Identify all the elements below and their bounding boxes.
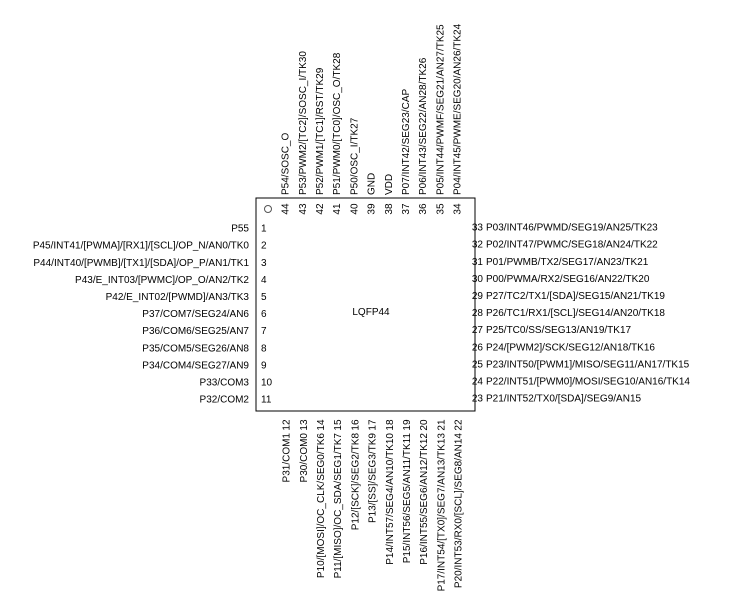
package-label: LQFP44 <box>352 307 390 318</box>
pin-label: P51/PWM0/[TC0]/OSC_O/TK28 <box>332 52 343 195</box>
pin-label: P45/INT41/[PWMA]/[RX1]/[SCL]/OP_N/AN0/TK… <box>33 241 250 252</box>
pin-label: P43/E_INT03/[PWMC]/OP_O/AN2/TK2 <box>75 275 249 286</box>
pin-label: P16/INT55/SEG6/AN12/TK12 <box>419 433 430 565</box>
pin-label: P26/TC1/RX1/[SCL]/SEG14/AN20/TK18 <box>486 308 665 319</box>
pin-number: 20 <box>419 419 430 431</box>
pin-number: 36 <box>418 203 429 215</box>
pin-number: 21 <box>436 419 447 431</box>
pin-number: 26 <box>472 342 484 353</box>
pin-label: P07/INT42/SEG23/CAP <box>401 89 412 195</box>
pin-label: P37/COM7/SEG24/AN6 <box>142 309 249 320</box>
pin-number: 23 <box>472 394 484 405</box>
pin-number: 9 <box>261 360 267 371</box>
pin-number: 38 <box>384 203 395 215</box>
pin-label: P17/INT54/[TX0]/SEG7/AN13/TK13 <box>436 433 447 592</box>
pin-label: P42/E_INT02/[PWMD]/AN3/TK3 <box>106 292 250 303</box>
chip-body <box>255 197 476 412</box>
pin-number: 31 <box>472 257 484 268</box>
pin-label: GND <box>367 173 378 195</box>
pin-number: 13 <box>299 419 310 431</box>
pin-number: 34 <box>453 203 464 215</box>
pin-number: 16 <box>350 419 361 431</box>
pin-number: 30 <box>472 274 484 285</box>
pin-label: P30/COM0 <box>299 433 310 483</box>
pin-number: 18 <box>385 419 396 431</box>
pin-number: 39 <box>367 203 378 215</box>
pin-label: P05/INT44/PWMF/SEG21/AN27/TK25 <box>435 24 446 195</box>
pin-label: P01/PWMB/TX2/SEG17/AN23/TK21 <box>486 257 649 268</box>
pin-label: P24/[PWM2]/SCK/SEG12/AN18/TK16 <box>486 342 655 353</box>
pin-number: 6 <box>261 309 267 320</box>
pin-number: 42 <box>315 203 326 215</box>
pin-label: P22/INT51/[PWM0]/MOSI/SEG10/AN16/TK14 <box>486 377 690 388</box>
pin-number: 5 <box>261 292 267 303</box>
pin-number: 15 <box>333 419 344 431</box>
pin-label: P10/[MOSI]/OC_CLK/SEG0/TK6 <box>316 433 327 578</box>
pin-number: 1 <box>261 224 267 235</box>
pin-label: VDD <box>384 174 395 195</box>
pin-label: P04/INT45/PWME/SEG20/AN26/TK24 <box>453 23 464 195</box>
pin-label: P50/OSC_I/TK27 <box>349 117 360 195</box>
pin-label: P12/[SCK]/SEG2/TK8 <box>350 433 361 531</box>
pin1-marker-icon <box>264 205 272 213</box>
pin-label: P25/TC0/SS/SEG13/AN19/TK17 <box>486 325 632 336</box>
pin-label: P15/INT56/SEG5/AN11/TK11 <box>402 433 413 564</box>
pin-number: 11 <box>261 395 272 406</box>
pin-number: 7 <box>261 326 267 337</box>
pin-label: P52/PWM1/[TC1]/RST/TK29 <box>315 67 326 195</box>
pin-label: P11/[MISO]/OC_SDA/SEG1/TK7 <box>333 433 344 579</box>
pin-label: P06/INT43/SEG22/AN28/TK26 <box>418 57 429 195</box>
pin-label: P13/[SS]/SEG3/TK9 <box>368 433 379 523</box>
pin-number: 12 <box>282 419 293 431</box>
pin-number: 3 <box>261 258 267 269</box>
pin-number: 2 <box>261 241 267 252</box>
pin-number: 35 <box>435 203 446 215</box>
pin-label: P54/SOSC_O <box>281 133 292 195</box>
pin-number: 10 <box>261 378 273 389</box>
pin-number: 29 <box>472 291 484 302</box>
pin-label: P31/COM1 <box>282 433 293 483</box>
pin-label: P02/INT47/PWMC/SEG18/AN24/TK22 <box>486 240 658 251</box>
pin-number: 40 <box>349 203 360 215</box>
pin-label: P27/TC2/TX1/[SDA]/SEG15/AN21/TK19 <box>486 291 665 302</box>
pin-label: P33/COM3 <box>200 378 250 389</box>
pin-number: 32 <box>472 240 484 251</box>
pin-number: 4 <box>261 275 267 286</box>
pin-label: P03/INT46/PWMD/SEG19/AN25/TK23 <box>486 223 658 234</box>
pin-label: P35/COM5/SEG26/AN8 <box>142 343 249 354</box>
pin-number: 44 <box>281 203 292 215</box>
pin-label: P14/INT57/SEG4/AN10/TK10 <box>385 433 396 565</box>
pin-number: 41 <box>332 203 343 215</box>
pin-label: P21/INT52/TX0/[SDA]/SEG9/AN15 <box>486 394 642 405</box>
pin-number: 33 <box>472 223 484 234</box>
pin-number: 8 <box>261 343 267 354</box>
pin-number: 19 <box>402 419 413 431</box>
pins-group: 1 P55 2 P45/INT41/[PWMA]/[RX1]/[SCL]/OP_N/A… <box>33 23 691 591</box>
pin-label: P36/COM6/SEG25/AN7 <box>142 326 249 337</box>
pin-label: P23/INT50/[PWM1]/MISO/SEG11/AN17/TK15 <box>486 359 690 370</box>
pin-number: 24 <box>472 377 484 388</box>
pin-label: P55 <box>231 224 249 235</box>
pin-number: 27 <box>472 325 484 336</box>
pin-number: 14 <box>316 419 327 431</box>
pin-label: P00/PWMA/RX2/SEG16/AN22/TK20 <box>486 274 650 285</box>
pin-number: 37 <box>401 203 412 215</box>
pin-number: 17 <box>368 419 379 431</box>
pin-label: P34/COM4/SEG27/AN9 <box>142 360 249 371</box>
pin-number: 25 <box>472 359 484 370</box>
pin-label: P44/INT40/[PWMB]/[TX1]/[SDA]/OP_P/AN1/TK… <box>33 258 249 269</box>
pin-number: 22 <box>454 419 465 431</box>
pin-label: P32/COM2 <box>200 395 250 406</box>
pin-number: 28 <box>472 308 484 319</box>
pin-label: P20/INT53/RX0/[SCL]/SEG8/AN14 <box>454 433 465 589</box>
pin-label: P53/PWM2/[TC2]/SOSC_I/TK30 <box>298 51 309 195</box>
pin-number: 43 <box>298 203 309 215</box>
